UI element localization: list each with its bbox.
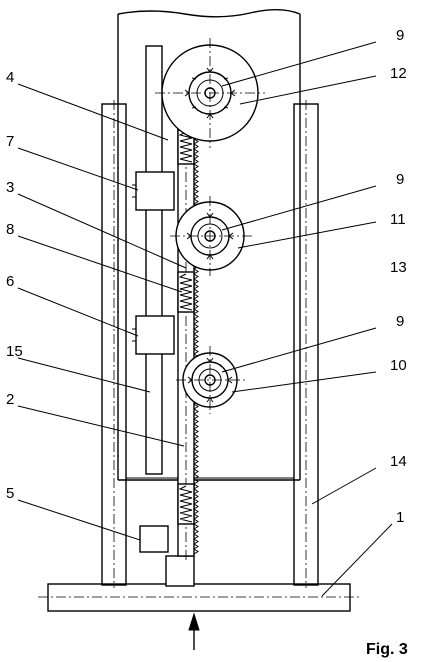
label-14: 14 xyxy=(390,453,407,470)
force-arrow xyxy=(188,612,200,650)
label-4: 4 xyxy=(6,69,14,86)
carriage-block-6 xyxy=(132,315,175,355)
label-2: 2 xyxy=(6,391,14,408)
spring-8 xyxy=(177,271,195,313)
label-8: 8 xyxy=(6,221,14,238)
label-1: 1 xyxy=(396,509,404,526)
gear-12 xyxy=(155,38,265,148)
slide-member xyxy=(145,45,163,475)
label-5: 5 xyxy=(6,485,14,502)
label-9-top: 9 xyxy=(396,27,404,44)
left-column xyxy=(101,100,127,588)
bottom-pusher xyxy=(165,555,195,587)
label-7: 7 xyxy=(6,133,14,150)
gear-10 xyxy=(176,346,246,414)
gear-11 xyxy=(170,196,252,276)
label-11: 11 xyxy=(390,211,406,228)
label-13: 13 xyxy=(390,259,407,276)
right-column xyxy=(293,100,319,588)
lower-frame xyxy=(118,477,300,481)
label-9-mid: 9 xyxy=(396,171,404,188)
leader-lines xyxy=(17,41,393,597)
label-3: 3 xyxy=(6,179,14,196)
label-6: 6 xyxy=(6,273,14,290)
spring-4 xyxy=(177,129,195,165)
label-15: 15 xyxy=(6,343,23,360)
reference-numerals: 9 12 4 7 3 9 11 8 13 6 9 15 10 2 14 5 1 xyxy=(6,27,407,526)
label-10: 10 xyxy=(390,357,407,374)
figure-caption: Fig. 3 xyxy=(366,641,408,658)
label-12: 12 xyxy=(390,65,407,82)
label-9-low: 9 xyxy=(396,313,404,330)
guide-block-5 xyxy=(139,525,169,553)
spring-lower xyxy=(177,483,195,525)
carriage-block-7 xyxy=(132,171,175,211)
base-plate xyxy=(38,583,362,612)
